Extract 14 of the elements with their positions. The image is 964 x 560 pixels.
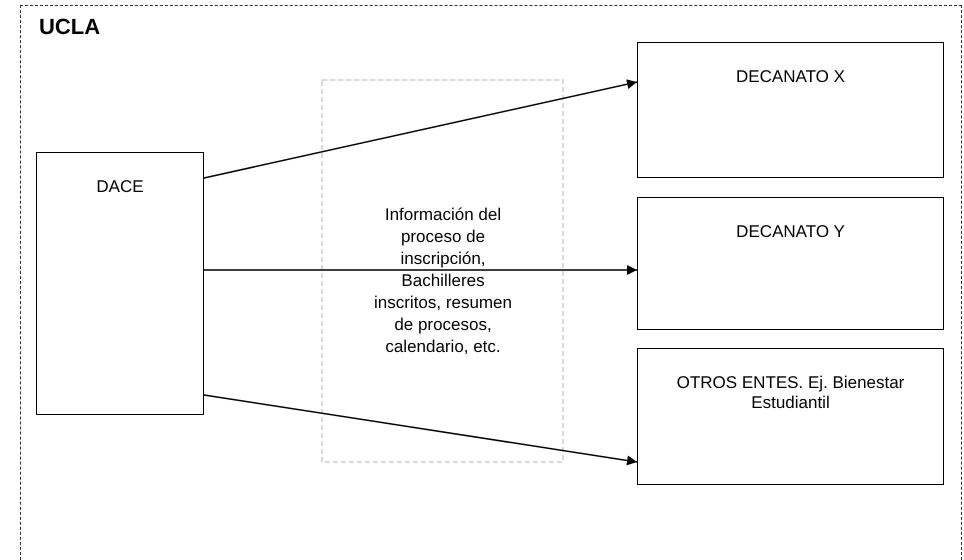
process-box: [637, 348, 944, 485]
process-box: [637, 42, 944, 178]
note-text: Información del proceso de inscripción, Bachilleres inscritos, resumen de procesos, calendario, etc.: [373, 204, 513, 358]
box-label: DECANATO X: [735, 67, 846, 88]
arrow: [204, 79, 638, 179]
arrow: [204, 265, 637, 275]
box-label: OTROS ENTES. Ej. Bienestar Estudiantil: [676, 373, 906, 414]
group-frame: [20, 5, 962, 560]
box-label: DECANATO Y: [735, 222, 846, 242]
process-box: [36, 152, 204, 415]
box-label: DACE: [95, 177, 145, 198]
process-box: [637, 197, 944, 330]
group-title: UCLA: [39, 14, 100, 40]
arrow: [204, 394, 638, 466]
